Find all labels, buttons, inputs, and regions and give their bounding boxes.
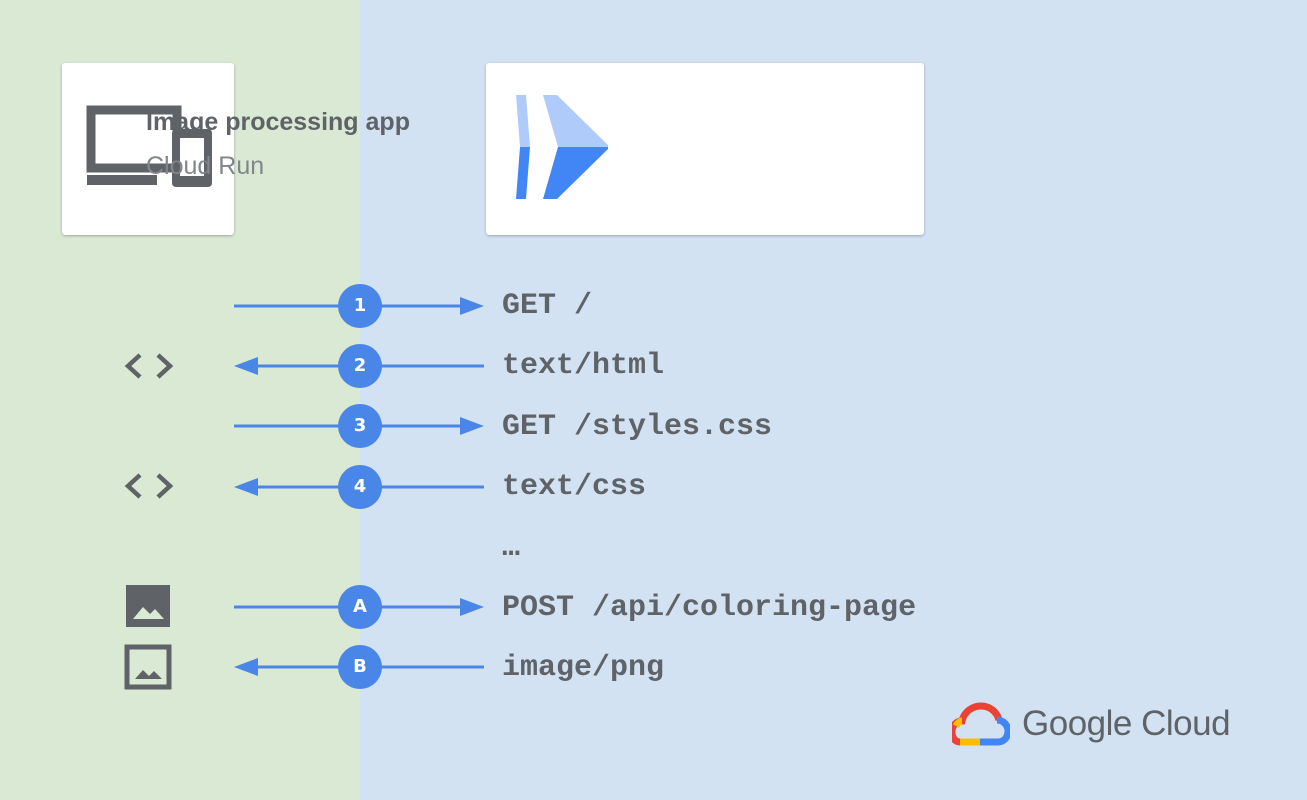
code-icon — [124, 473, 174, 499]
image-filled-icon — [126, 585, 170, 627]
arrow-head — [460, 417, 484, 435]
step-badge-label: 1 — [353, 295, 367, 316]
google-cloud-logo — [952, 702, 1010, 746]
step-badge — [338, 645, 382, 689]
step-label: POST /api/coloring-page — [502, 591, 917, 625]
devices-icon — [86, 105, 212, 187]
client-device-card — [62, 63, 234, 235]
step-badge — [338, 585, 382, 629]
service-card: Image processing app Cloud Run — [146, 63, 924, 235]
service-subtitle: Cloud Run — [146, 152, 265, 180]
step-badge — [338, 284, 382, 328]
step-badge — [338, 465, 382, 509]
step-label: text/html — [502, 349, 665, 383]
step-badge-label: 2 — [353, 355, 367, 376]
service-title: Image processing app — [146, 108, 410, 136]
step-badge-label: A — [353, 596, 367, 617]
cloud-run-logo — [516, 95, 608, 199]
arrow-head — [460, 598, 484, 616]
step-badge-label: 4 — [353, 476, 367, 497]
step-label: GET / — [502, 289, 593, 323]
code-icon — [124, 353, 174, 379]
step-badge-label: B — [353, 656, 367, 677]
arrow-head — [234, 658, 258, 676]
step-label: image/png — [502, 651, 665, 685]
step-label: GET /styles.css — [502, 410, 773, 444]
google-cloud-wordmark: Google Cloud — [1022, 704, 1231, 743]
step-badge — [338, 344, 382, 388]
step-badge-label: 3 — [353, 415, 367, 436]
arrow-head — [234, 357, 258, 375]
image-outline-icon — [124, 644, 172, 690]
step-label: text/css — [502, 470, 647, 504]
step-label: … — [502, 531, 521, 565]
arrow-head — [460, 297, 484, 315]
arrow-head — [234, 478, 258, 496]
step-badge — [338, 404, 382, 448]
